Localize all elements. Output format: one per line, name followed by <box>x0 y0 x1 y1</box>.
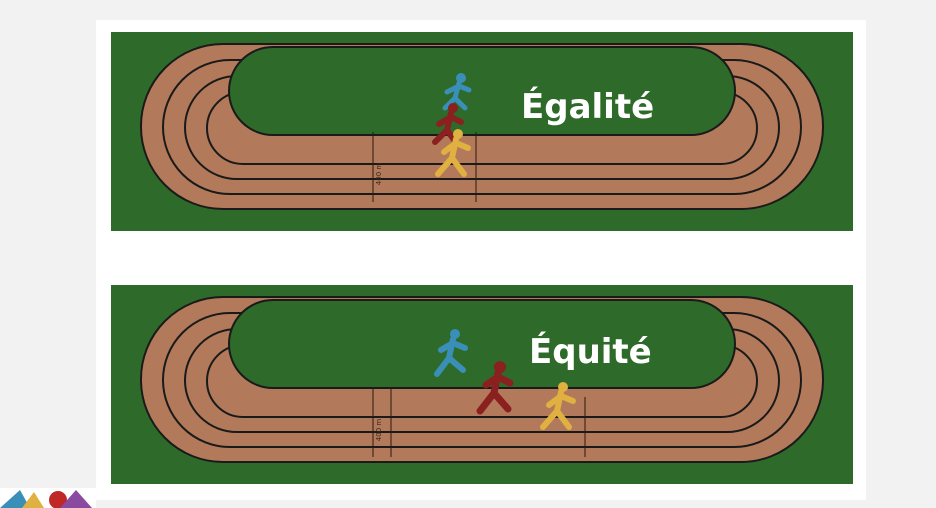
equality-title: Égalité <box>521 86 654 127</box>
infield <box>229 300 735 388</box>
logo-fragment <box>0 488 96 508</box>
equality-panel: 400 m Égalité <box>111 32 853 231</box>
distance-label: 400 m <box>375 163 383 186</box>
equity-panel: 400 m Équité <box>111 285 853 484</box>
distance-label: 400 m <box>375 419 383 442</box>
equality-track-diagram: 400 m Égalité <box>111 32 853 231</box>
equity-title: Équité <box>529 331 652 372</box>
infield <box>229 47 735 135</box>
equity-track-diagram: 400 m Équité <box>111 285 853 484</box>
